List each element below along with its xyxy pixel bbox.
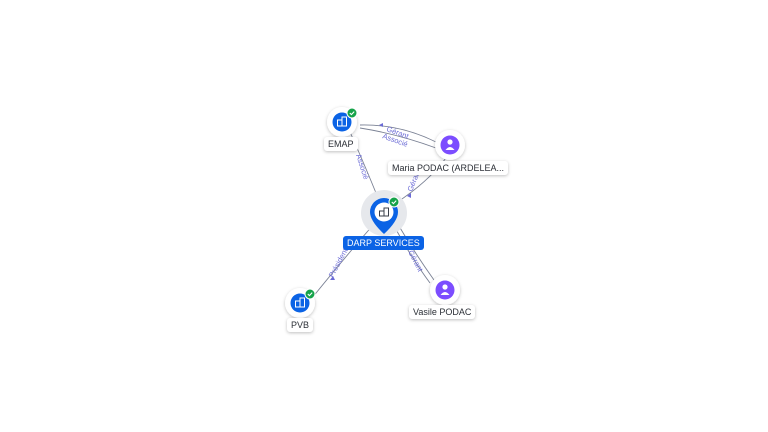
edge-label-center-vasile: Gérant [406, 249, 425, 274]
node-label-emap[interactable]: EMAP [324, 137, 358, 151]
building-icon [337, 116, 347, 127]
node-label-maria[interactable]: Maria PODAC (ARDELEA... [388, 161, 509, 175]
edge-label-emap-center: Associé [354, 153, 371, 181]
person-icon [445, 139, 455, 150]
arrow-marker [330, 276, 335, 280]
node-maria[interactable] [435, 130, 465, 160]
edge-maria-emap-2 [359, 127, 437, 149]
person-node-circle [435, 280, 455, 300]
edge-maria-emap-1 [359, 124, 437, 143]
arrow-marker [407, 193, 411, 198]
check-badge-icon [304, 288, 316, 300]
node-label-vasile[interactable]: Vasile PODAC [409, 305, 476, 319]
building-icon [379, 207, 389, 217]
person-node-circle [440, 135, 460, 155]
node-emap[interactable] [327, 107, 358, 137]
node-label-darp-services[interactable]: DARP SERVICES [343, 236, 424, 250]
node-label-pvb[interactable]: PVB [287, 318, 314, 332]
node-pvb[interactable] [285, 288, 316, 318]
edge-label-center-pvb: Président [327, 246, 350, 279]
arrow-marker [379, 123, 383, 127]
edge-center-pvb [311, 223, 375, 299]
check-badge-icon [388, 196, 400, 208]
node-vasile[interactable] [430, 275, 460, 305]
building-icon [295, 297, 305, 308]
node-darp-services[interactable] [361, 190, 407, 236]
check-badge-icon [346, 107, 358, 119]
person-icon [440, 284, 450, 295]
